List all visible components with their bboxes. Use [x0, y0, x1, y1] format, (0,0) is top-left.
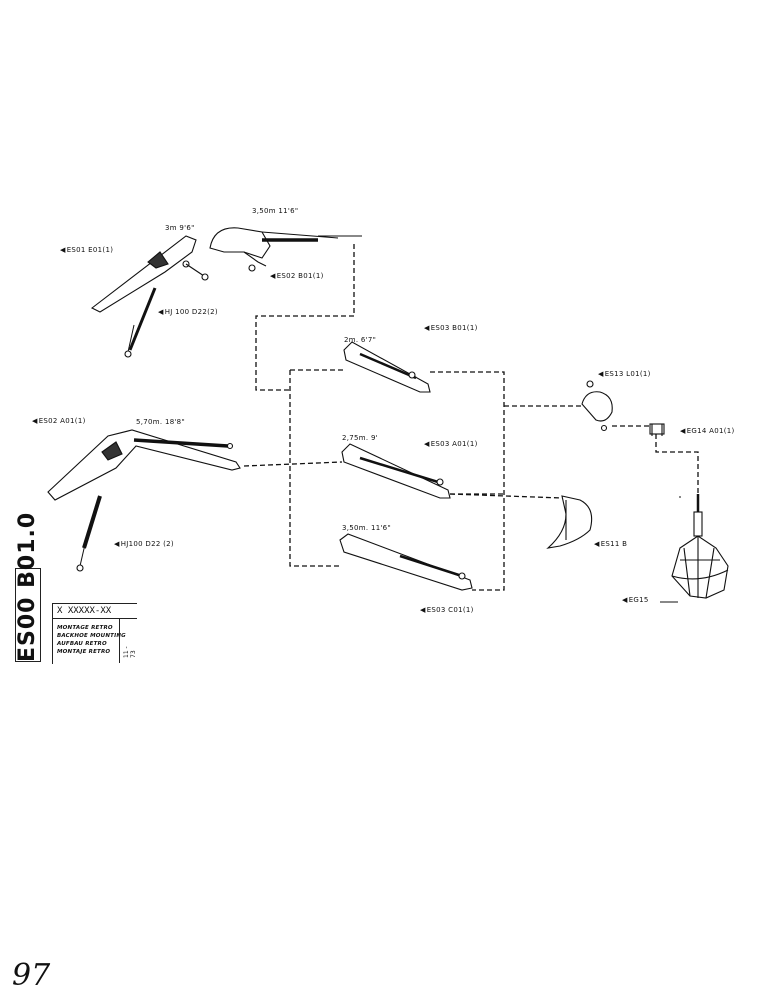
arm-es02-b01 — [209, 227, 271, 259]
desc-es: MONTAJE RETRO — [57, 649, 111, 655]
part-code: X XXXXX-XX — [53, 604, 137, 619]
label-es11: ◀ES11 B — [594, 540, 628, 548]
arm-es03-c01 — [339, 533, 473, 591]
desc-de: AUFBAU RETRO — [57, 641, 107, 647]
dim-boom-3m: 3m 9'6" — [165, 224, 195, 232]
clamshell-grab-eg15 — [671, 494, 729, 599]
adapter-es13 — [581, 391, 613, 422]
date: 11 - 73 — [123, 646, 137, 658]
bucket-es11 — [546, 495, 593, 549]
dim-350-bottom: 3,50m. 11'6" — [342, 524, 391, 532]
desc-fr: MONTAGE RETRO — [57, 625, 113, 631]
label-hj100-bottom: ◀HJ100 D22 (2) — [114, 540, 174, 548]
dim-arm-350-top: 3,50m 11'6" — [252, 207, 299, 215]
dim-2m: 2m. 6'7" — [344, 336, 377, 344]
dim-275: 2,75m. 9' — [342, 434, 378, 442]
label-eg14-a01: ◀EG14 A01(1) — [680, 427, 735, 435]
label-es02-a01: ◀ES02 A01(1) — [32, 417, 86, 425]
label-es02-b01: ◀ES02 B01(1) — [270, 272, 324, 280]
reference-frame — [15, 568, 41, 662]
title-separator — [119, 619, 120, 663]
dim-570: 5,70m. 18'8" — [136, 418, 185, 426]
label-es13-l01: ◀ES13 L01(1) — [598, 370, 651, 378]
title-block: X XXXXX-XX MONTAGE RETRO BACKHOE MOUNTIN… — [52, 603, 137, 664]
label-es03-a01: ◀ES03 A01(1) — [424, 440, 478, 448]
boom-es01 — [90, 235, 197, 313]
boom-es02-a01 — [47, 429, 241, 501]
label-es01-e01: ◀ES01 E01(1) — [60, 246, 114, 254]
label-es03-c01: ◀ES03 C01(1) — [420, 606, 474, 614]
label-eg15: ◀EG15 — [622, 596, 649, 604]
page-number: 97 — [12, 958, 51, 993]
arm-es03-b01 — [343, 341, 431, 393]
swivel-eg14 — [649, 423, 665, 435]
label-hj100-top: ◀HJ 100 D22(2) — [158, 308, 218, 316]
desc-en: BACKHOE MOUNTING — [57, 633, 126, 639]
label-es03-b01: ◀ES03 B01(1) — [424, 324, 478, 332]
reference-code: ES00 B01.0 — [15, 511, 40, 662]
arm-es03-a01 — [341, 443, 451, 499]
